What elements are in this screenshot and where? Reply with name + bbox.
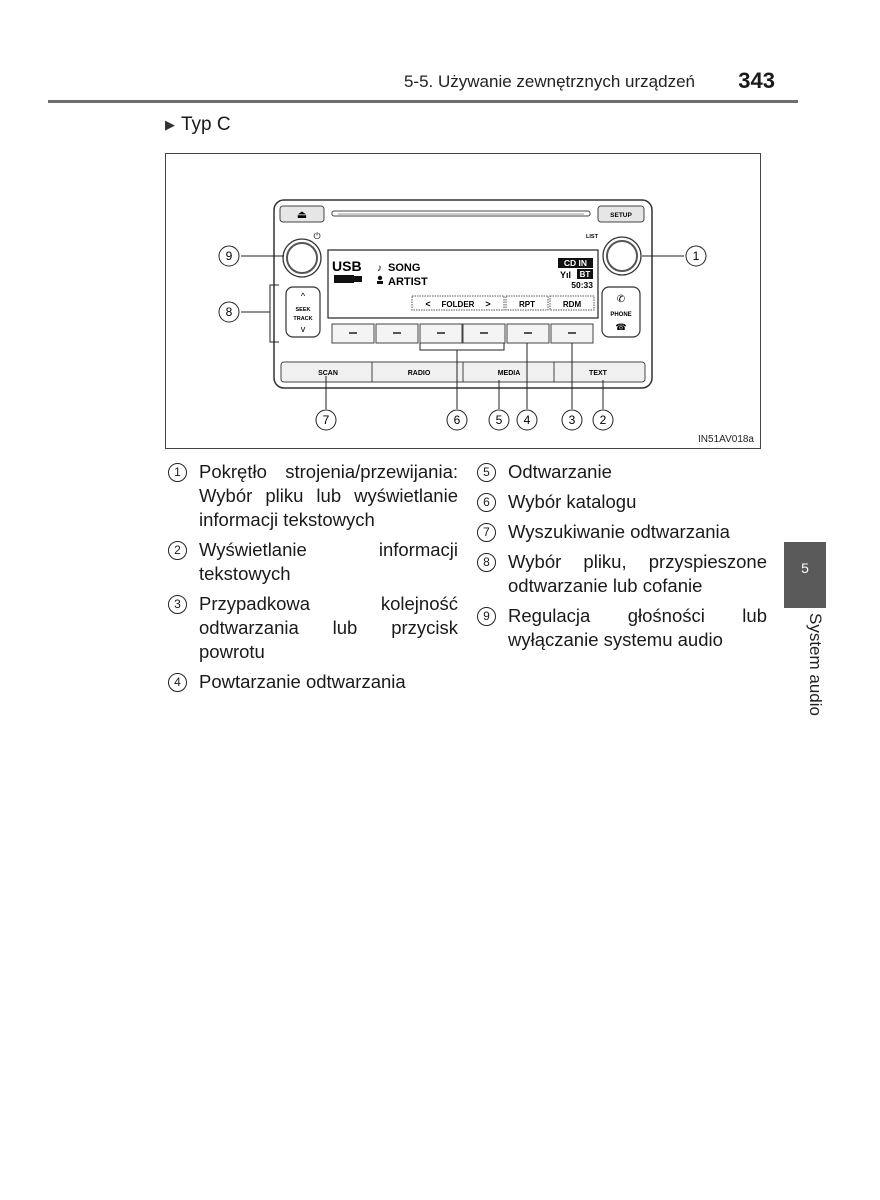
legend-item: 1 Pokrętło strojenia/przewijania: Wybór … xyxy=(168,460,458,532)
callout-5: 5 xyxy=(496,413,503,427)
legend-item: 3 Przypadkowa kolejność odtwarzania lub … xyxy=(168,592,458,664)
legend-number: 2 xyxy=(168,541,187,560)
preset-buttons xyxy=(331,323,594,344)
text-button: TEXT xyxy=(589,370,608,377)
bt-label: BT xyxy=(580,270,591,279)
callout-6: 6 xyxy=(454,413,461,427)
legend-number: 4 xyxy=(168,673,187,692)
svg-text:<: < xyxy=(425,299,430,309)
eject-icon: ⏏ xyxy=(297,209,307,221)
power-icon: ⏻ xyxy=(313,231,320,241)
legend-text: Odtwarzanie xyxy=(508,461,612,482)
scan-button: SCAN xyxy=(318,370,338,377)
svg-text:>: > xyxy=(485,299,490,309)
section-title-text: Typ C xyxy=(181,114,231,135)
callout-circles xyxy=(218,245,707,431)
legend-text: Powtarzanie odtwarzania xyxy=(199,671,406,692)
callout-7: 7 xyxy=(323,413,330,427)
legend-text: Wybór pliku, przyspieszone odtwarzanie l… xyxy=(508,551,767,596)
cd-in-badge xyxy=(558,258,593,268)
radio-button: RADIO xyxy=(408,370,431,377)
section-title: ▶ Typ C xyxy=(165,114,231,136)
track-label: TRACK xyxy=(293,316,312,322)
legend-item: 8 Wybór pliku, przyspieszone odtwarzanie… xyxy=(477,550,767,598)
legend-text: Wybór katalogu xyxy=(508,491,637,512)
callout-1: 1 xyxy=(693,249,700,263)
callout-leaders xyxy=(241,255,684,409)
header-divider xyxy=(48,100,798,103)
legend-item: 4 Powtarzanie odtwarzania xyxy=(168,670,458,694)
seek-track-button[interactable] xyxy=(285,286,321,338)
phone-label: PHONE xyxy=(610,312,631,318)
legend-item: 7 Wyszukiwanie odtwarzania xyxy=(477,520,767,544)
legend-number: 3 xyxy=(168,595,187,614)
folder-softkey xyxy=(411,295,505,311)
setup-button[interactable] xyxy=(597,205,645,223)
usb-stick-icon xyxy=(334,275,354,283)
legend-text: Pokrętło strojenia/przewijania: Wybór pl… xyxy=(199,461,458,530)
phone-hangup-icon: ☎ xyxy=(615,322,626,332)
figure-code: IN51AV018a xyxy=(698,434,754,445)
chapter-tab: 5 xyxy=(784,542,826,608)
legend-text: Wyświetlanie informacji tekstowych xyxy=(199,539,458,584)
media-button: MEDIA xyxy=(498,370,521,377)
running-header: 5-5. Używanie zewnętrznych urządzeń xyxy=(403,72,695,91)
chevron-down-icon: v xyxy=(301,324,306,334)
list-label: LIST xyxy=(586,234,599,240)
legend-item: 9 Regulacja głośności lub wyłączanie sys… xyxy=(477,604,767,652)
music-note-icon: ♪ xyxy=(377,263,382,274)
chapter-tab-label: System audio xyxy=(806,613,825,716)
person-icon xyxy=(377,275,383,281)
legend-text: Wyszukiwanie odtwarzania xyxy=(508,521,730,542)
legend-item: 5 Odtwarzanie xyxy=(477,460,767,484)
page-number: 343 xyxy=(738,68,775,93)
cd-slot xyxy=(331,210,591,217)
audio-unit-drawing: ⏏ SETUP ⏻ LIST USB ♪ SONG ARTIST CD IN Y… xyxy=(218,199,707,431)
callout-8: 8 xyxy=(226,305,233,319)
callout-4: 4 xyxy=(524,413,531,427)
legend-item: 6 Wybór katalogu xyxy=(477,490,767,514)
legend-text: Regulacja głośności lub wyłączanie syste… xyxy=(508,605,767,650)
display-source: USB xyxy=(332,258,362,274)
legend-number: 5 xyxy=(477,463,496,482)
callout-2: 2 xyxy=(600,413,607,427)
legend-number: 9 xyxy=(477,607,496,626)
eject-button[interactable] xyxy=(279,205,325,223)
rdm-label: RDM xyxy=(563,300,582,309)
seek-label: SEEK xyxy=(296,307,311,313)
display-song: SONG xyxy=(388,262,420,274)
callout-9: 9 xyxy=(226,249,233,263)
rpt-label: RPT xyxy=(519,300,535,309)
triangle-bullet-icon: ▶ xyxy=(165,117,175,132)
cd-in-label: CD IN xyxy=(564,258,587,268)
rpt-softkey xyxy=(505,295,549,311)
legend-number: 6 xyxy=(477,493,496,512)
legend-number: 1 xyxy=(168,463,187,482)
legend-number: 8 xyxy=(477,553,496,572)
legend-text: Przypadkowa kolejność odtwarzania lub pr… xyxy=(199,593,458,662)
display-time: 50:33 xyxy=(571,280,593,290)
setup-label: SETUP xyxy=(610,212,632,219)
signal-icon: Yıl xyxy=(560,270,571,280)
legend-column-right: 5 Odtwarzanie 6 Wybór katalogu 7 Wyszuki… xyxy=(477,460,767,658)
callout-3: 3 xyxy=(569,413,576,427)
chevron-up-icon: ^ xyxy=(301,291,306,301)
display-artist: ARTIST xyxy=(388,276,428,288)
folder-label: FOLDER xyxy=(442,300,475,309)
audio-unit-figure: ⏏ SETUP ⏻ LIST USB ♪ SONG ARTIST CD IN Y… xyxy=(165,153,761,449)
bt-badge xyxy=(577,269,593,279)
phone-button[interactable] xyxy=(601,286,641,338)
legend-item: 2 Wyświetlanie informacji tekstowych xyxy=(168,538,458,586)
phone-pickup-icon: ✆ xyxy=(617,294,625,305)
legend-column-left: 1 Pokrętło strojenia/przewijania: Wybór … xyxy=(168,460,458,700)
rdm-softkey xyxy=(549,295,595,311)
legend-number: 7 xyxy=(477,523,496,542)
